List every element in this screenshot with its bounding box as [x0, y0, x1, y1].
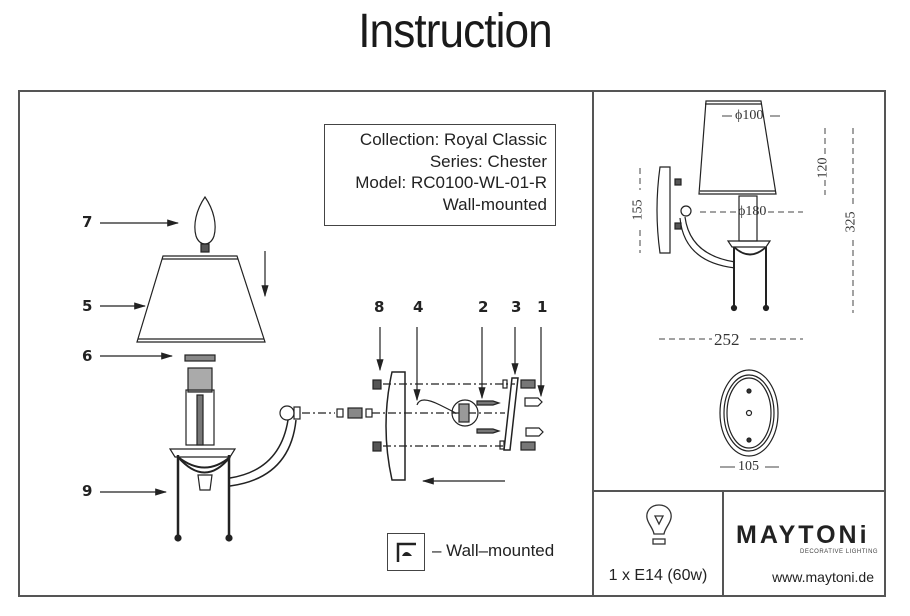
dim-backplate-width: 105: [738, 459, 759, 474]
model-text: Model: RC0100-WL-01-R: [355, 173, 547, 192]
page-title: Instruction: [358, 5, 553, 58]
bulb-base: [200, 243, 210, 253]
horizontal-divider: [592, 490, 886, 492]
part-label-1: 1: [537, 298, 548, 316]
lamp-shade: [136, 255, 266, 343]
dim-shade-bottom: ϕ180: [738, 204, 767, 219]
wall-mount-icon: [387, 533, 425, 571]
shade-ring: [184, 354, 216, 362]
series-text: Series: Chester: [429, 151, 547, 171]
dim-shade-height: 120: [815, 157, 831, 179]
dim-total-height: 325: [843, 211, 859, 233]
part-label-2: 2: [478, 298, 489, 316]
part-label-8: 8: [374, 298, 385, 316]
brand-logo: MAYTONi: [736, 521, 870, 549]
dim-backplate-height: 155: [630, 199, 646, 221]
product-info-box: Collection: Royal Classic Series: Cheste…: [324, 124, 556, 226]
brand-url[interactable]: www.maytoni.de: [772, 569, 874, 585]
instruction-frame: [18, 90, 886, 597]
part-label-4: 4: [413, 298, 424, 316]
mount-text: Wall-mounted: [442, 194, 547, 214]
part-label-7: 7: [82, 213, 93, 231]
legend-text: – Wall–mounted: [432, 541, 555, 560]
vertical-divider: [592, 90, 594, 597]
bottom-divider: [722, 490, 724, 597]
backplate-front-view: [719, 369, 779, 457]
part-label-5: 5: [82, 297, 93, 315]
candle-bulb: [194, 195, 216, 245]
collection-text: Collection: Royal Classic: [359, 130, 547, 149]
part-label-9: 9: [82, 482, 93, 500]
brand-tagline: DECORATIVE LIGHTING: [800, 549, 879, 555]
backplate: [385, 371, 406, 481]
bulb-icon: [646, 504, 672, 545]
side-view-shade: [698, 100, 777, 195]
part-label-6: 6: [82, 347, 93, 365]
dim-projection: 252: [714, 330, 740, 349]
bulb-spec: 1 x E14 (60w): [608, 567, 708, 584]
part-label-3: 3: [511, 298, 522, 316]
dim-shade-top: ϕ100: [735, 108, 764, 123]
